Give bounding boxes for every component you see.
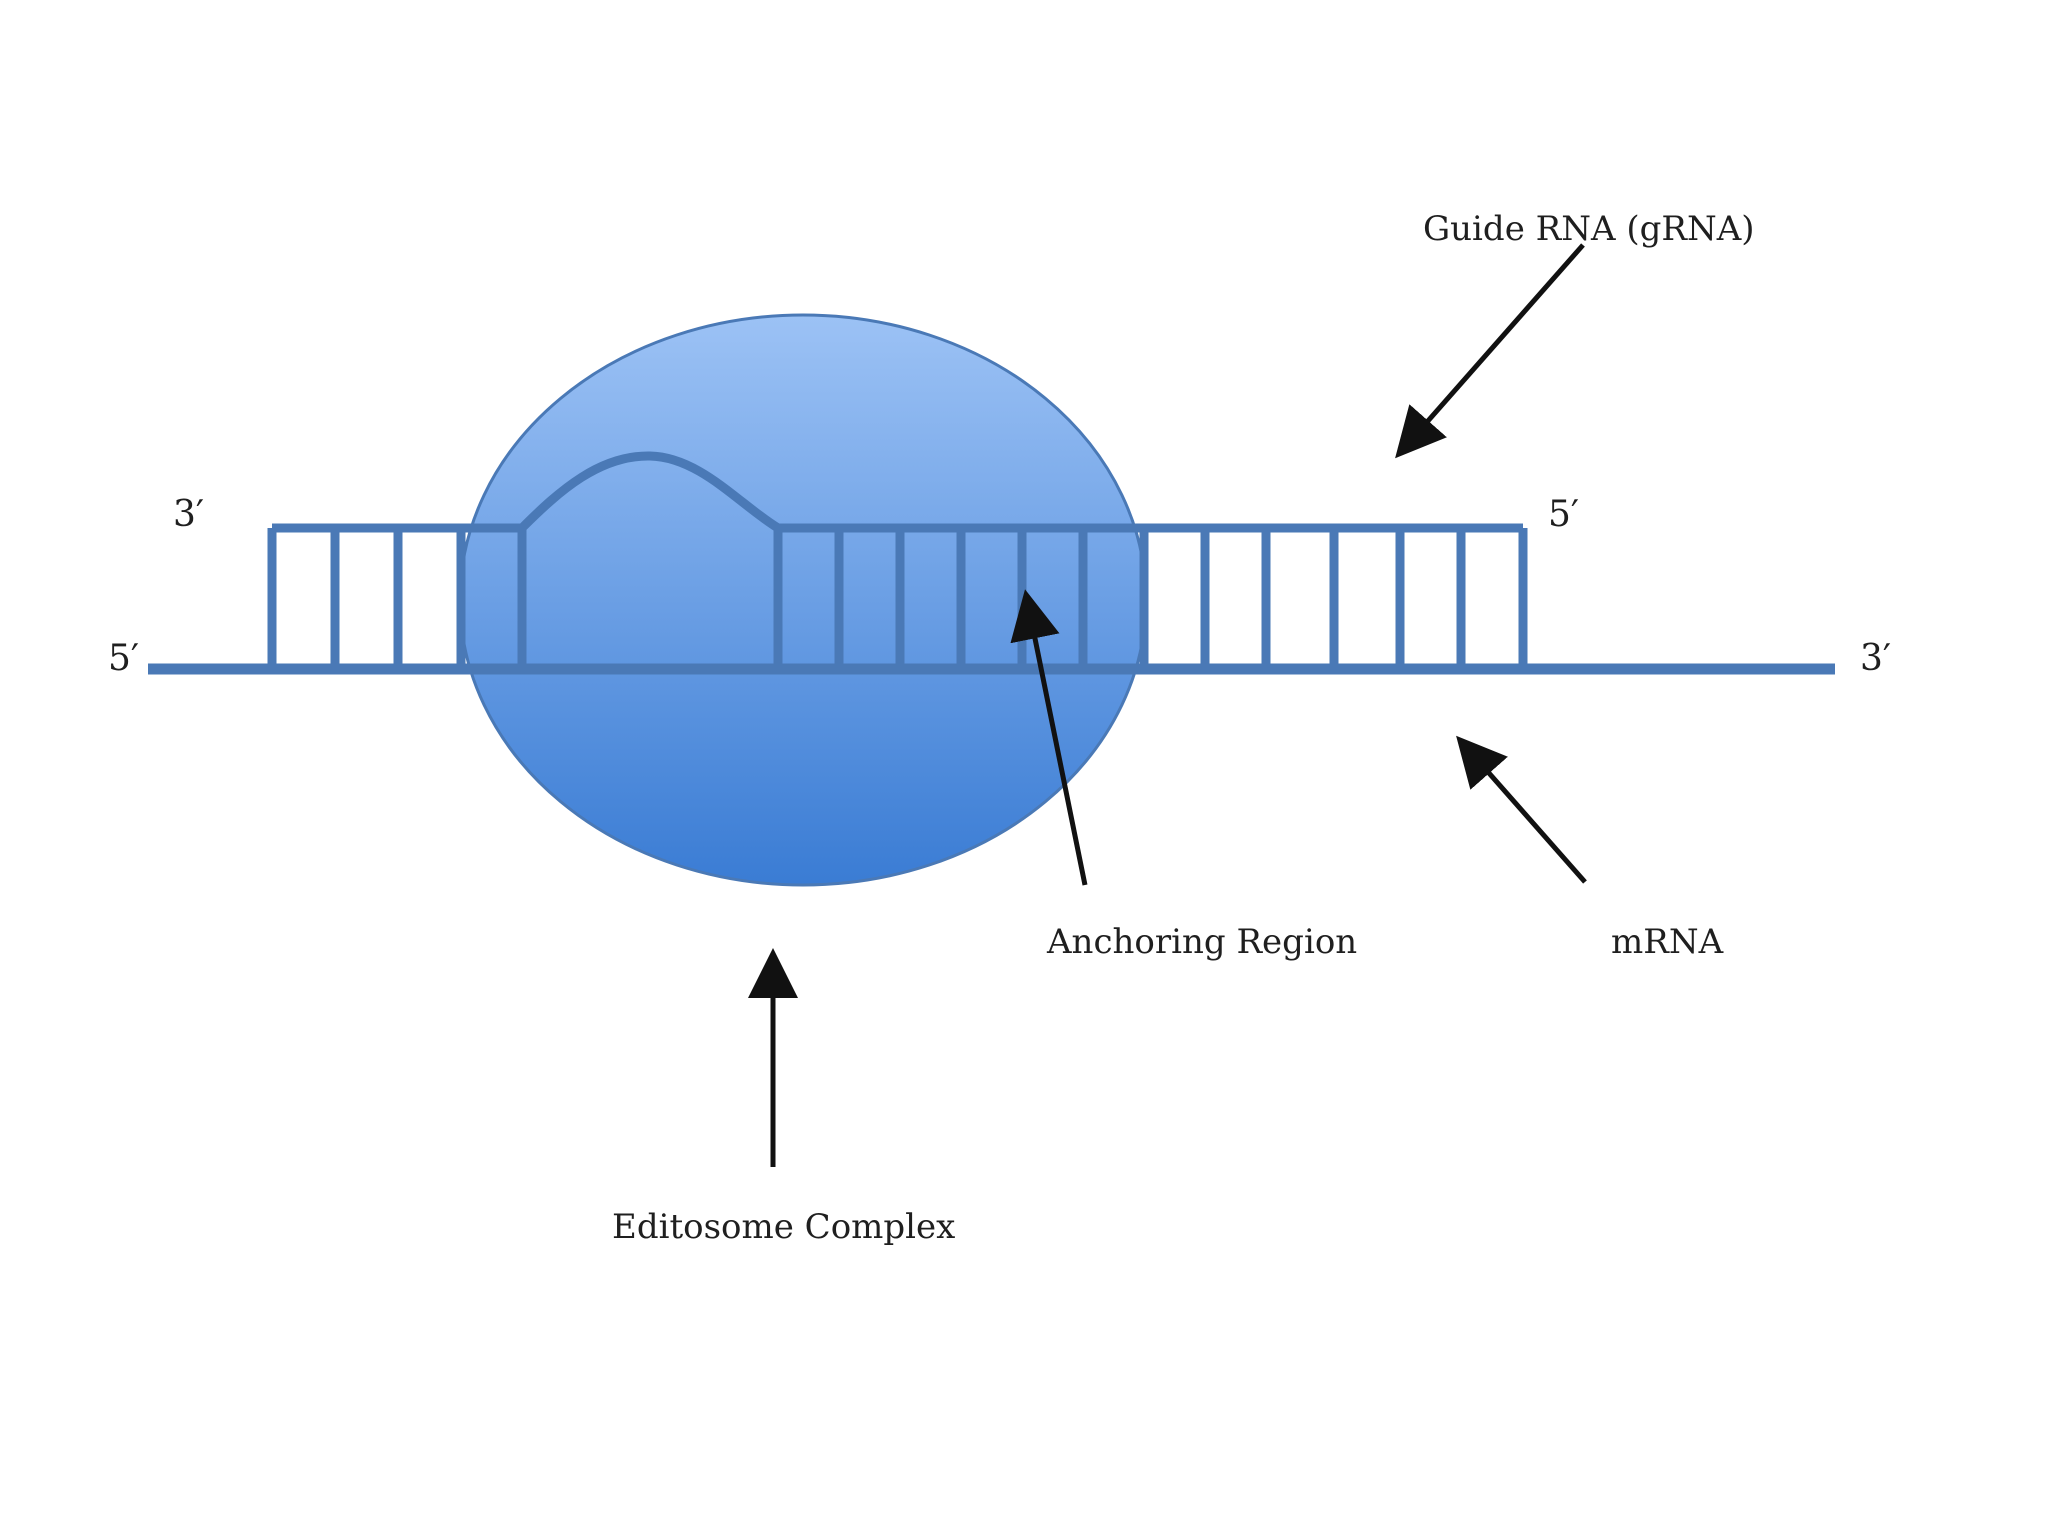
guide-rna-label: Guide RNA (gRNA) [1423,209,1755,249]
anchoring-region-label: Anchoring Region [1046,922,1357,962]
grna-5prime-label: 5′ [1548,494,1579,535]
grna-3prime-label: 3′ [173,494,204,535]
mrna-arrow [1456,735,1587,884]
anchoring-region-arrow [1010,589,1088,886]
base-pair-rungs [267,528,1528,669]
mrna-label: mRNA [1611,922,1724,962]
guide-rna-arrow [1395,243,1585,459]
mrna-3prime-label: 3′ [1860,638,1891,679]
guide-rna-strand [272,451,1523,533]
mrna-5prime-label: 5′ [108,638,139,679]
editosome-complex [458,313,1148,887]
editosome-complex-label: Editosome Complex [612,1207,955,1247]
